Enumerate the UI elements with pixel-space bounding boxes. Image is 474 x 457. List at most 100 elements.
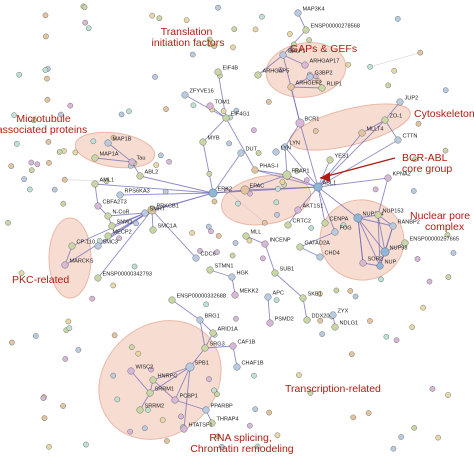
node-abl1[interactable]: ABL1 bbox=[313, 181, 336, 192]
node-label: MECP2 bbox=[113, 230, 132, 236]
node-snw1[interactable]: SNW1 bbox=[108, 220, 133, 230]
edge-prkcb1-cdc6 bbox=[151, 209, 197, 259]
node-arhgap5[interactable]: ARHGAP5 bbox=[254, 69, 290, 79]
node-rps6ka3[interactable]: RPS6KA3 bbox=[116, 189, 150, 199]
edge-aml1-cbfa2t3 bbox=[94, 183, 99, 207]
node-apc[interactable]: APC bbox=[264, 291, 284, 301]
node-skb1[interactable]: SKB1 bbox=[299, 292, 322, 302]
node-chaf1b[interactable]: CHAF1B bbox=[233, 361, 264, 371]
background-node bbox=[296, 372, 302, 378]
node-nup98[interactable]: NUP98 bbox=[380, 246, 408, 257]
node-cbfa2t3[interactable]: CBFA2T3 bbox=[94, 200, 127, 210]
node-ensp332688[interactable]: ENSP00000332688 bbox=[168, 294, 226, 304]
node-abl2[interactable]: ABL2 bbox=[136, 170, 158, 180]
node-myb[interactable]: MYB bbox=[199, 136, 220, 146]
node-lyn[interactable]: LYN bbox=[281, 141, 300, 151]
node-bcr1[interactable]: BCR1 bbox=[295, 117, 320, 128]
node-dut[interactable]: DUT bbox=[237, 147, 258, 157]
node-nup[interactable]: NUP bbox=[376, 260, 397, 270]
node-cp110[interactable]: CP-110 bbox=[68, 240, 95, 250]
node-epac[interactable]: EPAC bbox=[240, 184, 265, 195]
node-grlf1[interactable]: GRLF1 bbox=[279, 49, 306, 59]
node-hgk[interactable]: HGK bbox=[228, 271, 249, 281]
node-wisc2[interactable]: WISC2 bbox=[127, 365, 154, 375]
node-marcks[interactable]: MARCKS bbox=[61, 259, 94, 269]
node-zfyve16[interactable]: ZFYVE16 bbox=[181, 89, 214, 99]
node-gatad2a[interactable]: GATAD2A bbox=[296, 241, 330, 251]
node-srrm2[interactable]: SRRM2 bbox=[136, 404, 164, 414]
node-lyn2[interactable]: LYN bbox=[272, 146, 291, 156]
node-jup2[interactable]: JUP2 bbox=[396, 96, 418, 106]
node-arhgef2[interactable]: ARHGEF2 bbox=[287, 81, 322, 91]
node-ddx20[interactable]: DDX20 bbox=[303, 314, 330, 324]
node-map1a[interactable]: MAP1A bbox=[91, 152, 119, 162]
node-mecp2[interactable]: MECP2 bbox=[104, 230, 132, 240]
node-kpna2[interactable]: KPNA2 bbox=[384, 172, 411, 182]
node-spb1[interactable]: SPB1 bbox=[185, 361, 209, 372]
node-cdc6[interactable]: CDC6 bbox=[192, 252, 216, 262]
background-node bbox=[307, 390, 314, 396]
node-erk2[interactable]: ERK2 bbox=[208, 187, 232, 198]
node-htatsf1[interactable]: HTATSF1 bbox=[180, 423, 213, 433]
node-akt1s1[interactable]: AKT1S1 bbox=[294, 204, 324, 214]
node-prkcb1[interactable]: PRKCB1 bbox=[147, 204, 179, 215]
node-srg3[interactable]: SRG3 bbox=[201, 342, 225, 352]
node-tom1[interactable]: TOM1 bbox=[206, 100, 230, 110]
node-ndlg1[interactable]: NDLG1 bbox=[331, 321, 358, 331]
node-arid1a[interactable]: ARID1A bbox=[209, 327, 238, 337]
node-ensp257665[interactable]: ENSP00000257665 bbox=[401, 237, 459, 247]
edge-grlf1-arhgap5 bbox=[257, 54, 284, 76]
node-pcbp1[interactable]: PCBP1 bbox=[171, 394, 198, 404]
node-ncor[interactable]: N-CoR bbox=[104, 210, 130, 220]
node-map1b[interactable]: MAP1B bbox=[104, 137, 132, 147]
node-map3k4[interactable]: MAP3K4 bbox=[294, 7, 325, 17]
node-pparbp[interactable]: PPARBP bbox=[202, 404, 233, 414]
node-nup153[interactable]: NUP153 bbox=[374, 209, 404, 219]
node-tau[interactable]: Tau bbox=[128, 156, 146, 166]
node-eif4b[interactable]: EIF4B bbox=[214, 66, 239, 76]
background-node bbox=[219, 443, 225, 450]
edge-erk2-aml1 bbox=[94, 183, 214, 194]
background-node bbox=[135, 350, 142, 357]
node-zo-1[interactable]: ZO-1 bbox=[381, 114, 403, 124]
node-ensp342793[interactable]: ENSP00000342793 bbox=[94, 272, 152, 282]
node-frap1[interactable]: FRAP1 bbox=[282, 169, 310, 180]
node-smc1a[interactable]: SMC1A bbox=[149, 224, 177, 234]
node-mekk2[interactable]: MEKK2 bbox=[231, 289, 259, 299]
node-mll[interactable]: MLL bbox=[242, 230, 262, 240]
node-psmd2[interactable]: PSMD2 bbox=[266, 317, 294, 327]
node-phas-i[interactable]: PHAS-I bbox=[251, 164, 279, 174]
node-label: MAP1A bbox=[100, 152, 119, 158]
background-node bbox=[11, 112, 17, 118]
node-chd4[interactable]: CHD4 bbox=[316, 251, 340, 261]
node-mllt4[interactable]: MLLT4 bbox=[358, 127, 384, 137]
node-cttn[interactable]: CTTN bbox=[394, 134, 418, 144]
node-crtc2[interactable]: CRTC2 bbox=[284, 219, 311, 229]
node-incenp[interactable]: INCENP bbox=[261, 238, 291, 248]
node-g3bp2[interactable]: G3BP2 bbox=[306, 71, 333, 81]
node-eif4g1[interactable]: EIF4G1 bbox=[222, 112, 250, 122]
node-arhgap17[interactable]: ARHGAP17 bbox=[301, 59, 340, 69]
node-smc3[interactable]: SMC3 bbox=[94, 240, 118, 250]
node-rlip1[interactable]: RLIP1 bbox=[318, 82, 342, 92]
node-cenpa[interactable]: CENPA bbox=[321, 217, 349, 227]
node-aml1[interactable]: AML1 bbox=[91, 178, 114, 188]
node-hnrpc[interactable]: HNRPC bbox=[149, 374, 178, 384]
node-ranbp2[interactable]: RANBP2 bbox=[389, 220, 420, 230]
node-yes1[interactable]: YES1 bbox=[326, 154, 349, 164]
node-zyx[interactable]: ZYX bbox=[329, 309, 349, 319]
node-srrm1[interactable]: SRRM1 bbox=[146, 387, 174, 397]
node-stmn1[interactable]: STMN1 bbox=[206, 264, 234, 274]
node-sor2[interactable]: SOR2 bbox=[359, 257, 383, 267]
node-circle bbox=[94, 274, 102, 282]
background-node bbox=[116, 235, 122, 242]
node-caf1b[interactable]: CAF1B bbox=[229, 340, 256, 350]
node-ensp278568[interactable]: ENSP00000278568 bbox=[302, 24, 360, 34]
node-smrt[interactable]: SMRT bbox=[141, 207, 166, 217]
node-thrap4[interactable]: THRAP4 bbox=[208, 417, 239, 427]
node-nup214[interactable]: NUP214 bbox=[353, 212, 384, 223]
node-fog[interactable]: FOG bbox=[331, 226, 352, 236]
node-sub1[interactable]: SUB1 bbox=[271, 267, 294, 277]
node-brg1[interactable]: BRG1 bbox=[196, 314, 220, 324]
background-node bbox=[333, 287, 340, 294]
